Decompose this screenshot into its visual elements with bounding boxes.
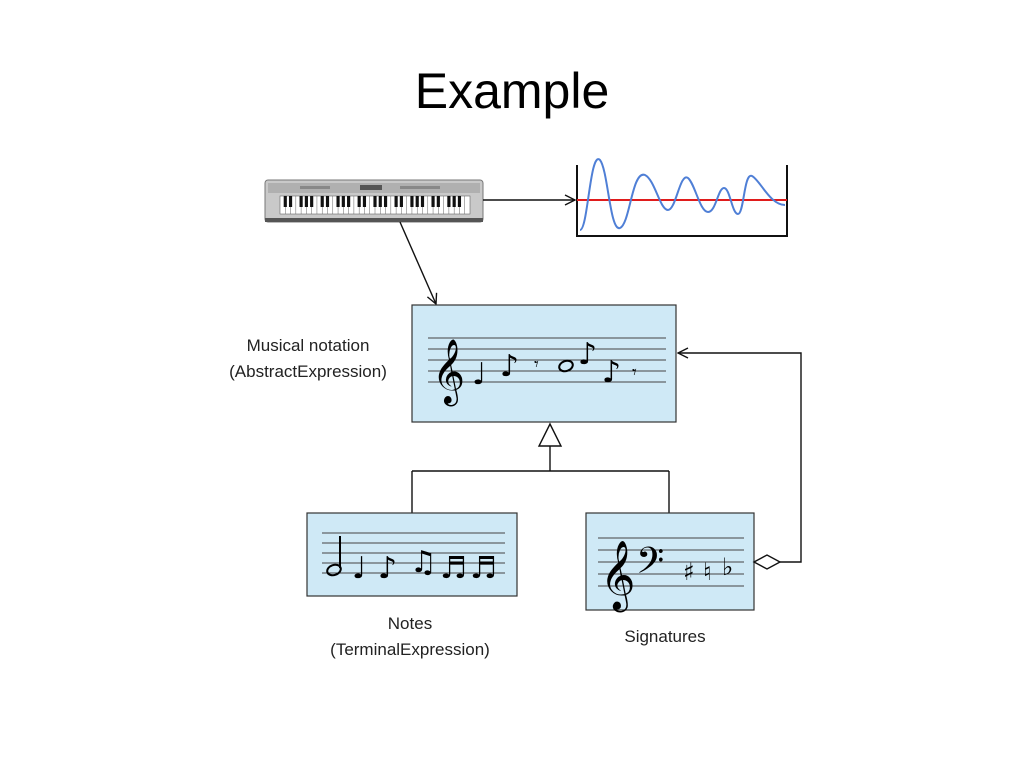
svg-text:♩: ♩: [472, 357, 486, 392]
waveform-icon: [576, 158, 788, 237]
terminal-expression-label: Notes (TerminalExpression): [305, 611, 515, 663]
svg-text:♩: ♩: [352, 551, 366, 586]
treble-clef-icon: 𝄞: [600, 540, 635, 612]
keyboard-to-notation-arrow: [399, 221, 436, 304]
flat-icon: ♭: [722, 553, 733, 581]
abstract-label-line-1: Musical notation: [246, 336, 370, 355]
inheritance-connector: [411, 422, 670, 513]
abstract-label-line-2: (AbstractExpression): [229, 362, 387, 381]
treble-clef-icon: 𝄞: [432, 339, 465, 406]
svg-text:♫: ♫: [410, 545, 437, 580]
svg-text:♬: ♬: [470, 551, 497, 586]
svg-text:♬: ♬: [440, 551, 467, 586]
terminal-label-line-2: (TerminalExpression): [330, 640, 490, 659]
svg-text:𝄾: 𝄾: [632, 362, 637, 383]
svg-text:𝄾: 𝄾: [534, 354, 539, 375]
svg-text:♪: ♪: [378, 551, 397, 586]
svg-text:♪: ♪: [500, 349, 519, 384]
abstract-expression-label: Musical notation (AbstractExpression): [208, 333, 408, 385]
slide-title: Example: [414, 63, 610, 119]
signatures-label: Signatures: [624, 627, 706, 646]
terminal-label-line-1: Notes: [387, 614, 433, 633]
abstract-expression-box: 𝄞 ♩ ♪ 𝄾 ♪ ♪ 𝄾: [411, 304, 677, 423]
svg-text:♪: ♪: [578, 337, 597, 372]
keyboard-icon: [264, 179, 484, 223]
svg-text:♪: ♪: [602, 355, 621, 390]
bass-clef-icon: 𝄢: [636, 540, 664, 591]
sharp-icon: ♯: [683, 558, 695, 586]
aggregation-connector: [678, 353, 802, 570]
terminal-expression-box: ♩ ♪ ♫ ♬ ♬: [306, 512, 518, 597]
natural-icon: ♮: [703, 558, 712, 586]
signatures-box: 𝄞 𝄢 ♯ ♮ ♭: [585, 512, 755, 612]
